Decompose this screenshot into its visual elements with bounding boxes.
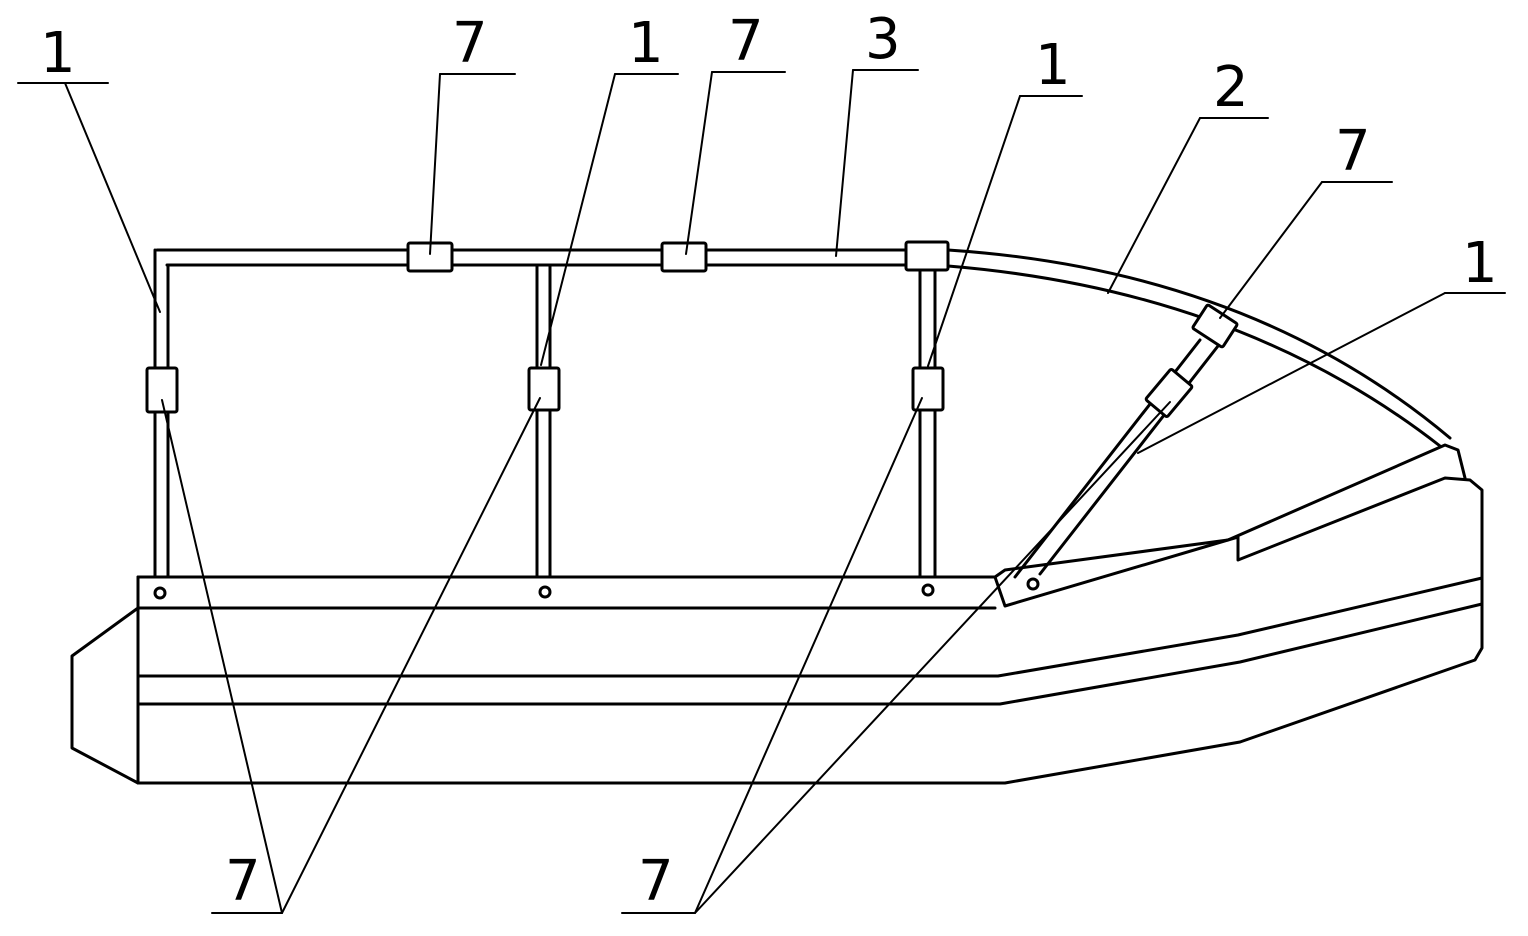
- leader-1-left: [64, 82, 161, 313]
- leader-lines: [17, 69, 1506, 914]
- leader-7-top-a: [429, 73, 441, 255]
- connector-post-left: [145, 366, 179, 414]
- hull-stripe-upper: [136, 576, 1484, 678]
- hull-outline: [70, 476, 1484, 785]
- leader-7-bottom-left-b: [281, 397, 541, 914]
- strut-b: [1038, 344, 1220, 576]
- reference-numerals: 1 7 1 7 3 1 2 7 1 7 7: [40, 7, 1498, 914]
- label-3: 3: [865, 7, 901, 72]
- leader-7-bottom-right-b: [694, 401, 1171, 914]
- connectors: [145, 240, 1239, 419]
- mount-hole-4: [1026, 577, 1040, 591]
- boat-hull: [70, 443, 1484, 785]
- connector-corner: [904, 240, 950, 272]
- label-2: 2: [1213, 55, 1249, 120]
- connector-post-right: [911, 366, 945, 412]
- connector-top-b: [660, 241, 708, 273]
- hull-stripe-lower: [136, 602, 1484, 706]
- leader-7-top-b: [685, 71, 713, 255]
- label-1-mid: 1: [628, 11, 664, 76]
- leader-7-bow: [1219, 181, 1323, 319]
- label-1-right: 1: [1035, 33, 1071, 98]
- label-1-left: 1: [40, 21, 76, 86]
- leader-2: [1107, 117, 1201, 294]
- leader-1-mid: [540, 73, 616, 366]
- leader-1-far: [1137, 292, 1446, 454]
- label-7-bottom-right: 7: [638, 849, 674, 914]
- label-7-bottom-left: 7: [225, 849, 261, 914]
- bow-arch-outer: [946, 248, 1452, 440]
- leader-3: [835, 69, 854, 257]
- label-7-top-b: 7: [728, 9, 764, 74]
- leader-7-bottom-right-a: [694, 397, 923, 914]
- mount-hole-3: [921, 583, 935, 597]
- leader-1-right: [927, 95, 1021, 367]
- label-7-top-a: 7: [452, 11, 488, 76]
- mount-hole-2: [538, 585, 552, 599]
- mount-hole-1: [153, 586, 167, 600]
- connector-strut: [1144, 367, 1194, 419]
- bow-tube-top: [993, 443, 1467, 579]
- leader-7-bottom-left-a: [161, 399, 283, 914]
- label-7-bow: 7: [1335, 119, 1371, 184]
- connector-post-mid: [527, 366, 561, 412]
- bow-arch-inner: [946, 264, 1442, 448]
- label-1-far: 1: [1462, 231, 1498, 296]
